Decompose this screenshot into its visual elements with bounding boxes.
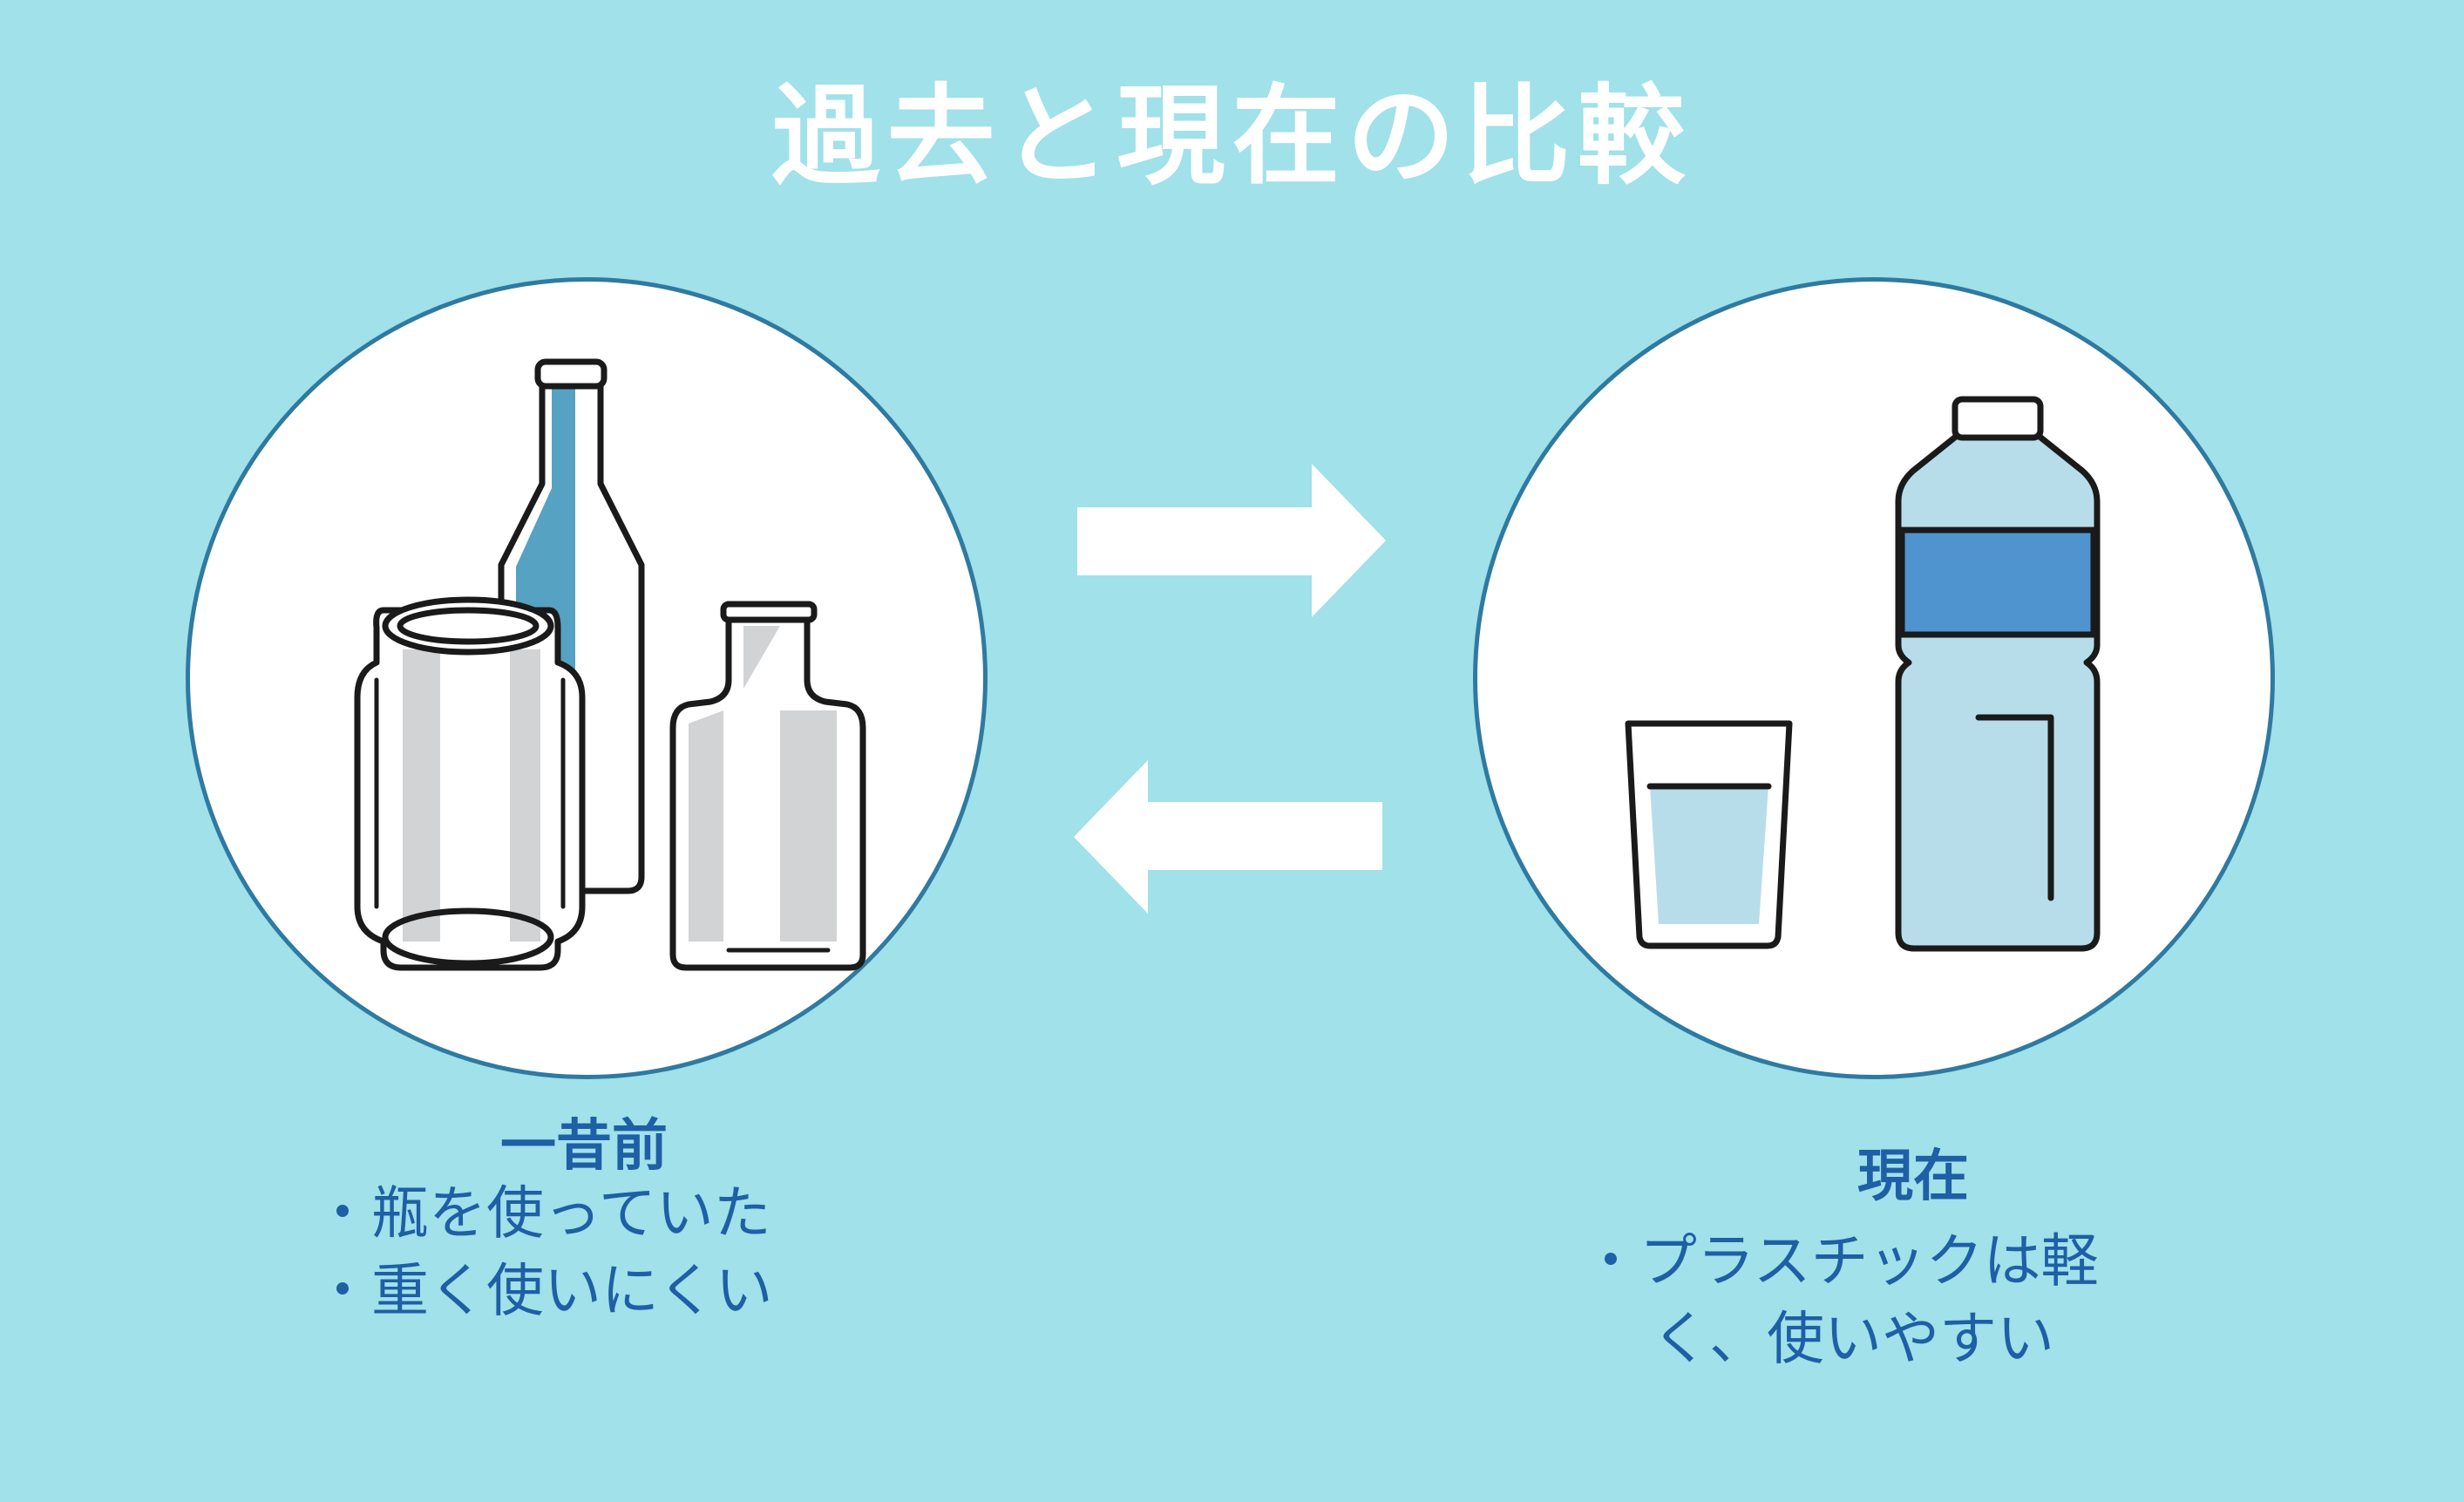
arrow-right-icon: [1077, 464, 1386, 617]
arrow-left-icon: [1074, 760, 1382, 914]
present-item-1-continued: く、使いやすい: [1652, 1305, 2054, 1373]
plastic-bottle-icon: [1895, 396, 2101, 952]
past-heading: 一昔前: [500, 1114, 668, 1179]
past-item-2: ・重く使いにくい: [314, 1257, 773, 1325]
past-caption: 一昔前 ・瓶を使っていた ・重く使いにくい: [314, 1118, 924, 1329]
present-item-1: ・プラスチックは軽: [1582, 1227, 2099, 1295]
present-heading: 現在: [1857, 1145, 1969, 1209]
present-caption: 現在 ・プラスチックは軽 く、使いやすい: [1582, 1149, 2244, 1377]
present-circle: [1473, 277, 2275, 1079]
water-glass-icon: [1625, 720, 1793, 949]
small-glass-bottle-icon: [669, 601, 866, 971]
page-title: 過去と現在の比較: [771, 74, 1693, 200]
glass-jar-icon: [354, 596, 586, 971]
past-item-1: ・瓶を使っていた: [314, 1179, 771, 1247]
